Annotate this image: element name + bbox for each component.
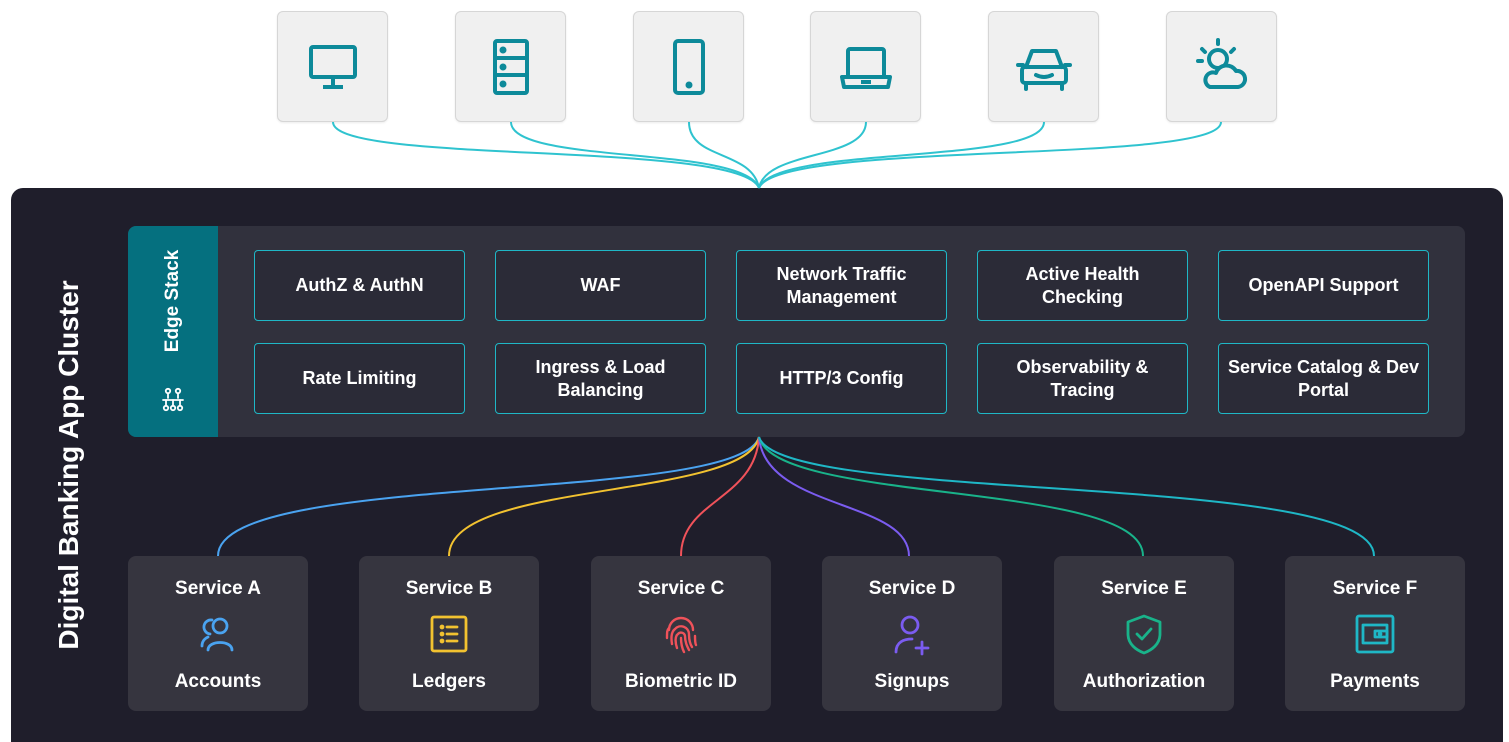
feature-service-catalog: Service Catalog & Dev Portal — [1218, 343, 1429, 414]
service-name: Service E — [1101, 578, 1187, 599]
service-name: Service D — [868, 578, 956, 599]
wire-device-4 — [758, 121, 867, 189]
service-a: Service A Accounts — [128, 556, 308, 711]
fingerprint-icon — [665, 616, 698, 654]
wallet-icon — [1355, 614, 1395, 654]
feature-authz-authn: AuthZ & AuthN — [254, 250, 465, 321]
device-weather — [1166, 11, 1277, 122]
wire-device-1 — [332, 121, 760, 189]
wire-device-6 — [758, 121, 1222, 189]
service-f: Service F Payments — [1285, 556, 1465, 711]
feature-observability: Observability & Tracing — [977, 343, 1188, 414]
service-name: Service F — [1332, 578, 1418, 599]
wire-device-2 — [510, 121, 760, 189]
shield-check-icon — [1126, 614, 1162, 655]
weather-cloud-sun-icon — [1195, 37, 1247, 89]
ledger-list-icon — [430, 615, 468, 653]
service-name: Service C — [637, 578, 725, 599]
cluster-title: Digital Banking App Cluster — [53, 280, 84, 650]
feature-ingress: Ingress & Load Balancing — [495, 343, 706, 414]
feature-waf: WAF — [495, 250, 706, 321]
user-add-icon — [894, 615, 930, 656]
service-name: Service A — [175, 578, 261, 599]
wire-device-5 — [758, 121, 1045, 189]
desktop-monitor-icon — [308, 44, 357, 89]
device-laptop — [810, 11, 921, 122]
device-tablet — [633, 11, 744, 122]
feature-network-traffic: Network Traffic Management — [736, 250, 947, 321]
service-c: Service C Biometric ID — [591, 556, 771, 711]
service-b: Service B Ledgers — [359, 556, 539, 711]
laptop-icon — [839, 46, 892, 89]
feature-http3: HTTP/3 Config — [736, 343, 947, 414]
service-label: Biometric ID — [625, 671, 737, 692]
feature-openapi: OpenAPI Support — [1218, 250, 1429, 321]
service-label: Ledgers — [412, 671, 486, 692]
edge-stack-label: Edge Stack — [162, 249, 183, 353]
service-name: Service B — [405, 578, 493, 599]
service-label: Accounts — [174, 671, 262, 692]
feature-health-checking: Active Health Checking — [977, 250, 1188, 321]
device-car — [988, 11, 1099, 122]
service-e: Service E Authorization — [1054, 556, 1234, 711]
tablet-icon — [672, 38, 705, 95]
car-icon — [1015, 48, 1072, 91]
service-label: Signups — [874, 671, 950, 692]
network-hierarchy-icon — [162, 387, 184, 412]
service-d: Service D Signups — [822, 556, 1002, 711]
wire-device-3 — [688, 121, 760, 189]
service-label: Payments — [1330, 671, 1420, 692]
device-server — [455, 11, 566, 122]
feature-rate-limiting: Rate Limiting — [254, 343, 465, 414]
device-desktop — [277, 11, 388, 122]
service-label: Authorization — [1082, 671, 1206, 692]
server-rack-icon — [492, 38, 529, 95]
users-icon — [200, 617, 234, 652]
